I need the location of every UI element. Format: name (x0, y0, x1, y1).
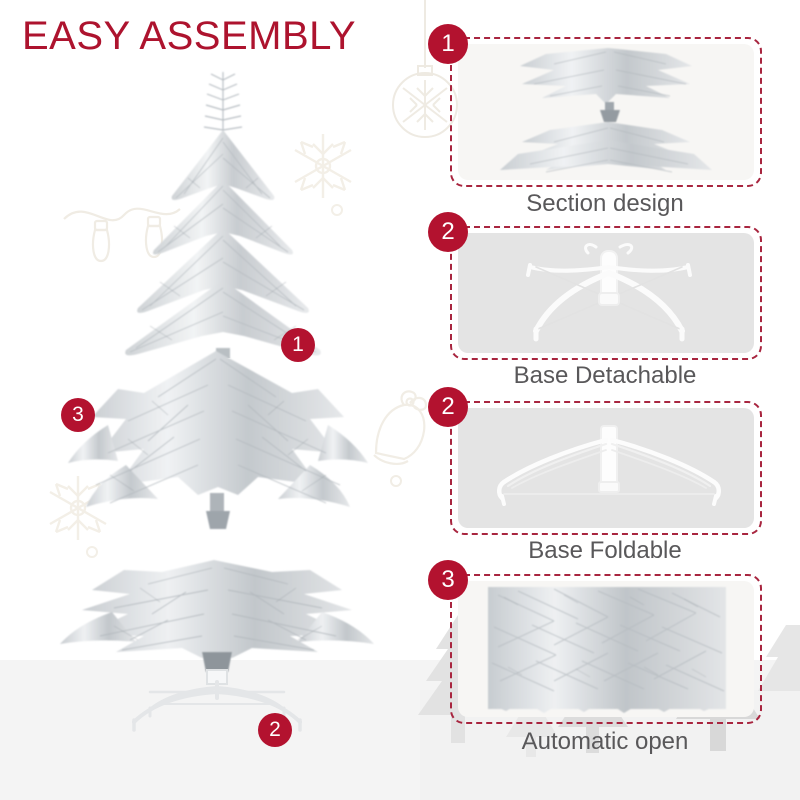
feature-panel-section-design: 1 Section design (420, 22, 790, 217)
panel-dashed-frame (450, 574, 762, 724)
panel-photo (458, 233, 754, 353)
page-title: EASY ASSEMBLY (22, 14, 357, 58)
panel-number-badge[interactable]: 1 (428, 24, 468, 64)
panel-number-badge[interactable]: 2 (428, 212, 468, 252)
panel-caption: Base Detachable (513, 362, 697, 389)
panel-dashed-frame (450, 401, 762, 535)
panel-number-badge[interactable]: 2 (428, 387, 468, 427)
panel-dashed-frame (450, 37, 762, 187)
panel-photo (458, 581, 754, 717)
tree-section-middle (48, 345, 388, 550)
panel-caption: Section design (526, 190, 684, 217)
snowflake-icon (40, 470, 120, 565)
panel-photo (458, 44, 754, 180)
snowflake-icon (285, 128, 365, 223)
panel-number-badge[interactable]: 3 (428, 560, 468, 600)
callout-badge-3[interactable]: 3 (61, 398, 95, 432)
feature-panel-base-foldable: 2 Base Foldable (420, 385, 790, 570)
callout-badge-1[interactable]: 1 (281, 328, 315, 362)
feature-panel-base-detachable: 2 Base Detachable (420, 212, 790, 397)
tree-section-top (110, 68, 340, 363)
panel-dashed-frame (450, 226, 762, 360)
panel-photo (458, 408, 754, 528)
panel-caption: Base Foldable (528, 537, 682, 564)
panel-caption: Automatic open (521, 728, 689, 755)
feature-panel-automatic-open: 3 Automatic open (420, 556, 790, 756)
callout-badge-2[interactable]: 2 (258, 713, 292, 747)
string-lights-icon (62, 185, 182, 295)
